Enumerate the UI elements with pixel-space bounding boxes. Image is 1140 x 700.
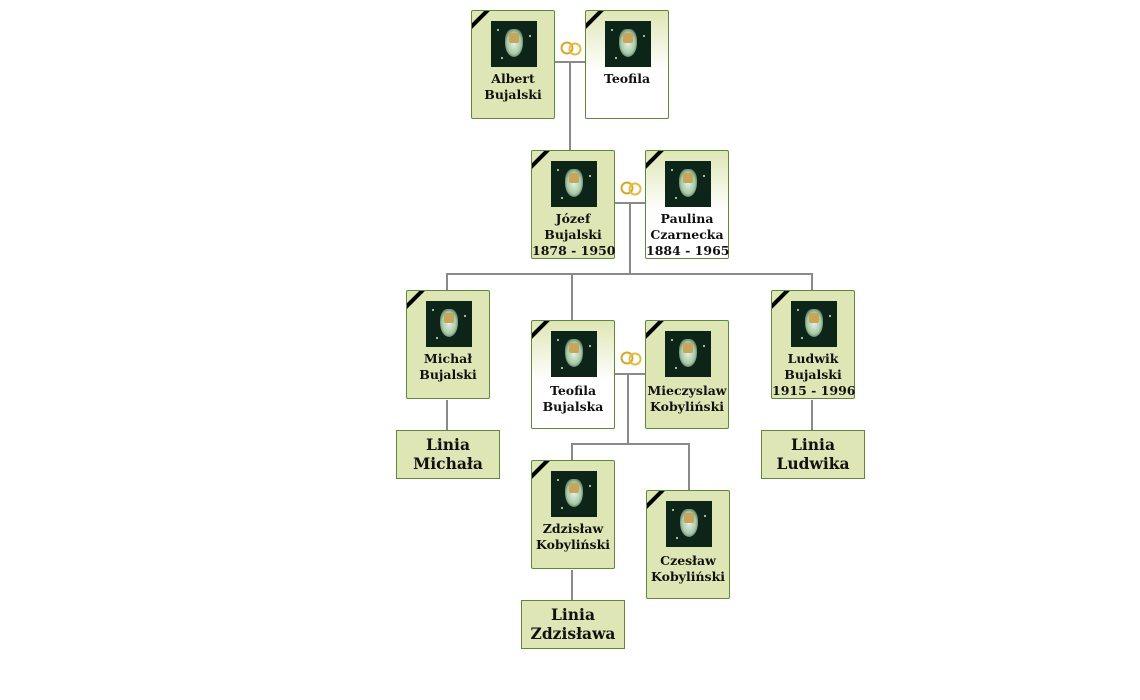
lineage-link-zdzislawa[interactable]: Linia Zdzisława bbox=[521, 600, 625, 649]
person-first-name: Teofila bbox=[603, 71, 651, 86]
mourning-ribbon-icon bbox=[532, 321, 550, 339]
marriage-rings-icon bbox=[620, 181, 642, 196]
connector-line bbox=[615, 373, 645, 375]
candle-photo bbox=[605, 21, 651, 67]
connector-line bbox=[571, 443, 690, 445]
connector-line bbox=[569, 61, 571, 150]
connector-line bbox=[571, 273, 573, 320]
mourning-ribbon-icon bbox=[472, 11, 490, 29]
person-first-name: Paulina bbox=[660, 211, 714, 226]
candle-photo bbox=[666, 501, 712, 547]
lineage-word: Linia bbox=[551, 605, 595, 624]
person-last-name: Bujalski bbox=[544, 227, 602, 242]
person-last-name: Bujalski bbox=[784, 367, 842, 382]
connector-line bbox=[629, 202, 631, 274]
person-first-name: Michał bbox=[423, 351, 473, 366]
lineage-word: Linia bbox=[426, 435, 470, 454]
person-first-name: Teofila bbox=[549, 383, 597, 398]
person-last-name: Bujalski bbox=[419, 367, 477, 382]
mourning-ribbon-icon bbox=[772, 291, 790, 309]
person-last-name: Kobyliński bbox=[536, 537, 610, 552]
person-first-name: Czesław bbox=[660, 553, 716, 568]
mourning-ribbon-icon bbox=[407, 291, 425, 309]
person-card-teofila[interactable]: Teofila bbox=[585, 10, 669, 119]
marriage-rings-icon bbox=[620, 351, 642, 366]
candle-photo bbox=[551, 471, 597, 517]
person-dates: 1915 - 1996 bbox=[772, 383, 856, 398]
connector-line bbox=[446, 273, 813, 275]
person-last-name: Czarnecka bbox=[650, 227, 724, 242]
candle-photo bbox=[551, 161, 597, 207]
connector-line bbox=[811, 400, 813, 430]
mourning-ribbon-icon bbox=[586, 11, 604, 29]
mourning-ribbon-icon bbox=[647, 491, 665, 509]
connector-line bbox=[571, 570, 573, 600]
connector-line bbox=[688, 443, 690, 490]
lineage-link-ludwika[interactable]: Linia Ludwika bbox=[761, 430, 865, 479]
person-first-name: Józef bbox=[555, 211, 591, 226]
person-last-name: Kobyliński bbox=[651, 569, 725, 584]
connector-line bbox=[811, 273, 813, 290]
person-first-name: Zdzisław bbox=[542, 521, 604, 536]
person-dates: 1878 - 1950 bbox=[532, 243, 616, 258]
mourning-ribbon-icon bbox=[646, 151, 664, 169]
mourning-ribbon-icon bbox=[646, 321, 664, 339]
marriage-rings-icon bbox=[560, 41, 582, 56]
person-dates: 1884 - 1965 bbox=[646, 243, 730, 258]
connector-line bbox=[627, 373, 629, 444]
lineage-word: Linia bbox=[791, 435, 835, 454]
person-last-name: Bujalska bbox=[542, 399, 604, 414]
mourning-ribbon-icon bbox=[532, 151, 550, 169]
connector-line bbox=[446, 273, 448, 290]
person-first-name: Albert bbox=[491, 71, 535, 86]
person-first-name: Ludwik bbox=[787, 351, 839, 366]
lineage-name: Ludwika bbox=[776, 454, 850, 473]
mourning-ribbon-icon bbox=[532, 461, 550, 479]
candle-photo bbox=[426, 301, 472, 347]
connector-line bbox=[571, 443, 573, 460]
candle-photo bbox=[551, 331, 597, 377]
person-last-name: Bujalski bbox=[484, 87, 542, 102]
person-last-name: Kobyliński bbox=[650, 399, 724, 414]
lineage-name: Michała bbox=[413, 454, 483, 473]
candle-photo bbox=[791, 301, 837, 347]
candle-photo bbox=[665, 161, 711, 207]
lineage-name: Zdzisława bbox=[530, 624, 616, 643]
person-first-name: Mieczyslaw bbox=[647, 383, 727, 398]
connector-line bbox=[446, 400, 448, 430]
lineage-link-michala[interactable]: Linia Michała bbox=[396, 430, 500, 479]
candle-photo bbox=[491, 21, 537, 67]
candle-photo bbox=[665, 331, 711, 377]
